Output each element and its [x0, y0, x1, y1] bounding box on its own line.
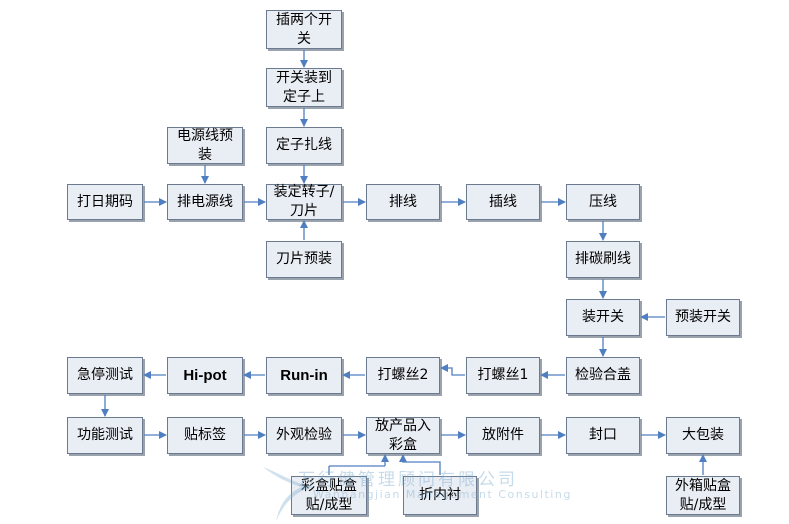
step-fold-inner-liner: 折内衬	[403, 476, 477, 515]
step-put-accessories: 放附件	[466, 417, 540, 454]
step-assemble-stator-rotor-blade: 装定转子/ 刀片	[266, 184, 342, 220]
step-power-cord-prep: 电源线预 装	[167, 127, 243, 164]
step-visual-inspection: 外观检验	[266, 417, 342, 454]
step-press-wires: 压线	[566, 184, 640, 220]
step-insert-wires: 插线	[466, 184, 540, 220]
step-screw-2: 打螺丝2	[366, 357, 440, 394]
step-blade-prep: 刀片预装	[266, 241, 342, 278]
arrow	[399, 454, 441, 475]
step-put-product-in-color-box: 放产品入 彩盒	[366, 417, 440, 454]
step-screw-1: 打螺丝1	[466, 357, 540, 394]
step-carton-label-forming: 外箱贴盒 贴/成型	[666, 476, 740, 515]
step-inspect-close-cover: 检验合盖	[566, 357, 640, 394]
step-seal: 封口	[566, 417, 640, 454]
step-stator-tie-wires: 定子扎线	[266, 127, 342, 164]
step-mount-switch-on-stator: 开关装到 定子上	[266, 68, 342, 107]
step-run-in: Run-in	[266, 357, 342, 394]
step-switch-prep: 预装开关	[666, 299, 740, 336]
step-route-power-cord: 排电源线	[167, 184, 243, 220]
step-function-test: 功能测试	[67, 417, 143, 454]
step-master-carton-pack: 大包装	[666, 417, 740, 454]
step-emergency-stop-test: 急停测试	[67, 357, 143, 394]
arrow	[440, 364, 465, 376]
step-insert-two-switches: 插两个开 关	[266, 10, 342, 49]
step-apply-label: 贴标签	[167, 417, 243, 454]
step-hi-pot: Hi-pot	[167, 357, 243, 394]
step-arrange-wires: 排线	[366, 184, 440, 220]
step-print-date-code: 打日期码	[67, 184, 143, 220]
step-install-switch: 装开关	[566, 299, 640, 336]
step-color-box-label-forming: 彩盒贴盒 贴/成型	[291, 476, 367, 515]
step-arrange-carbon-brush-wires: 排碳刷线	[566, 241, 640, 278]
